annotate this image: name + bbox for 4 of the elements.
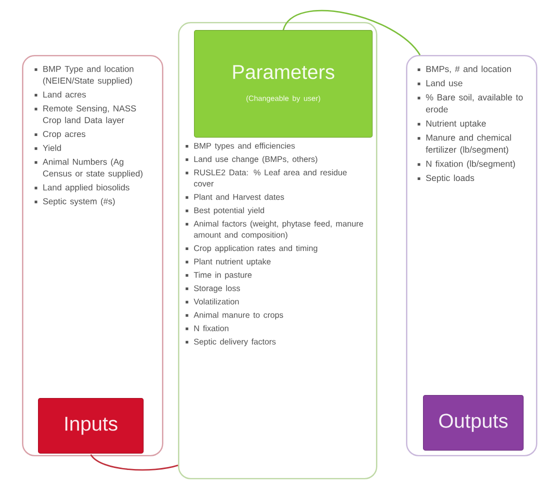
- heading-box: Inputs: [38, 398, 144, 454]
- connector-curve: [282, 10, 421, 56]
- connector-curve: [90, 454, 178, 471]
- heading-box: Outputs: [423, 395, 524, 451]
